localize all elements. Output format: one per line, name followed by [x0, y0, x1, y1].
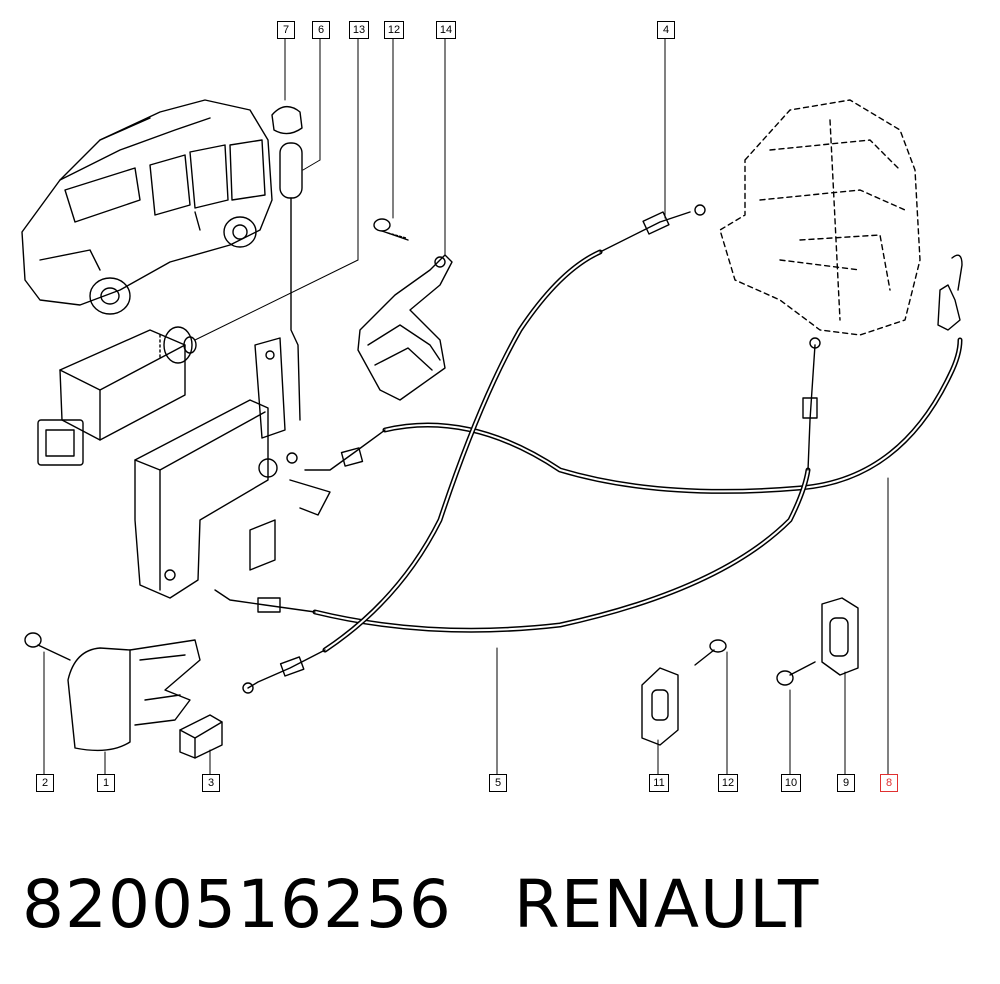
part-3-clip: [179, 714, 223, 759]
callout-10: 10: [781, 774, 801, 792]
callout-5: 5: [489, 774, 507, 792]
part-14-bracket: [357, 254, 453, 401]
callout-4: 4: [657, 21, 675, 39]
callout-3: 3: [202, 774, 220, 792]
part-12-screw-top: [373, 218, 409, 241]
callout-12-bottom: 12: [718, 774, 738, 792]
part-1-latch: [67, 639, 201, 752]
latch-bracket: [134, 337, 331, 599]
part-10-screw: [776, 661, 816, 686]
brand-name: RENAULT: [513, 865, 820, 943]
footer: 8200516256 RENAULT: [22, 862, 819, 946]
callout-1: 1: [97, 774, 115, 792]
cables: [312, 249, 963, 653]
part-2-screw: [24, 632, 71, 661]
cable-ends: [214, 204, 821, 694]
part-6-button-rod: [279, 142, 303, 421]
part-7-knob: [271, 106, 303, 135]
part-8-handle-clip: [937, 254, 963, 331]
door-latch-dashed: [719, 99, 921, 336]
callout-13: 13: [349, 21, 369, 39]
callout-6: 6: [312, 21, 330, 39]
part-11-striker: [641, 667, 679, 746]
callout-8-highlighted: 8: [880, 774, 898, 792]
callout-7: 7: [277, 21, 295, 39]
callout-2: 2: [36, 774, 54, 792]
callout-12-top: 12: [384, 21, 404, 39]
callout-11: 11: [649, 774, 669, 792]
van-illustration: [21, 99, 273, 315]
part-9-plate: [821, 597, 859, 676]
leader-lines: [43, 36, 889, 776]
part-12-screw-bottom: [694, 639, 727, 666]
part-13-lock-motor: [37, 326, 197, 466]
callout-9: 9: [837, 774, 855, 792]
callout-14: 14: [436, 21, 456, 39]
part-number: 8200516256: [22, 865, 452, 943]
exploded-parts-diagram: [21, 36, 963, 776]
